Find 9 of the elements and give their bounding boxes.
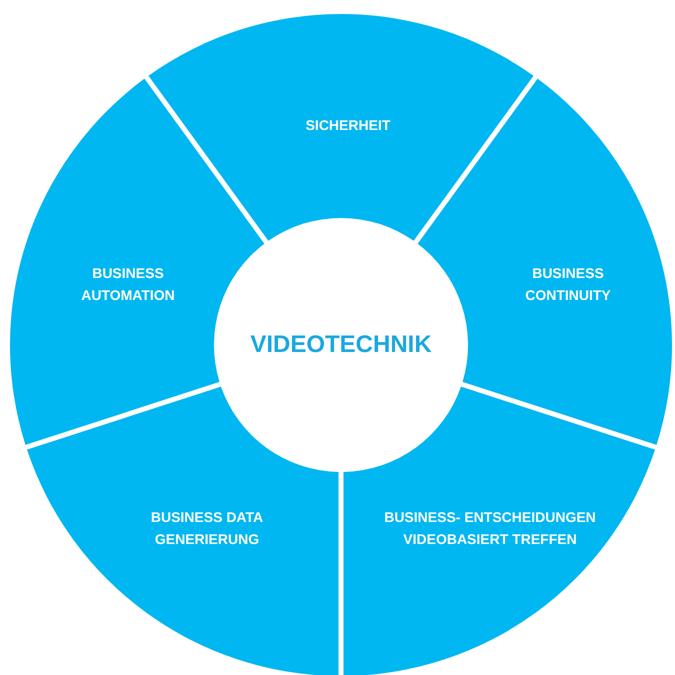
segment-label: BUSINESS DATA GENERIERUNG [150,508,264,549]
ring-segment [148,14,534,241]
ring-segment [26,386,338,675]
segment-label: BUSINESS AUTOMATION [80,264,176,305]
segment-label: SICHERHEIT [306,116,390,135]
center-title: VIDEOTECHNIK [250,331,432,359]
segment-label: BUSINESS- ENTSCHEIDUNGEN VIDEOBASIERT TREFFEN [383,508,597,549]
segment-label: BUSINESS CONTINUITY [524,264,612,305]
ring-segment [344,386,656,675]
